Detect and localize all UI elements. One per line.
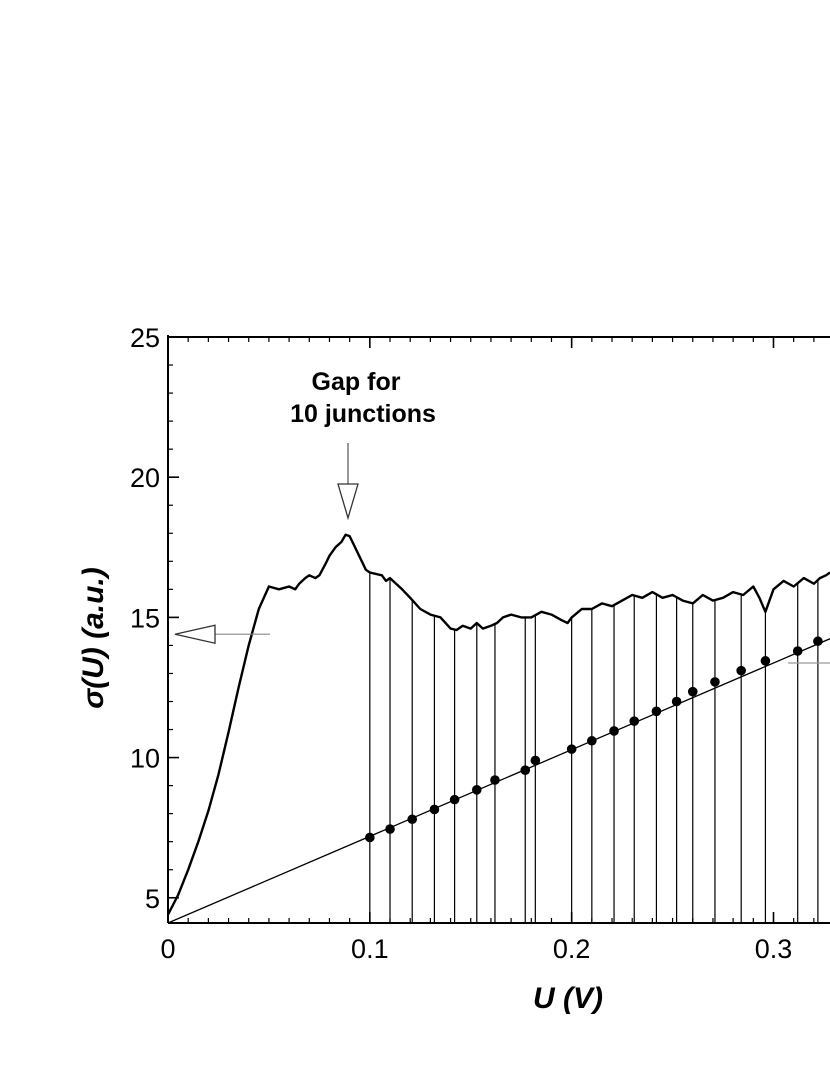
left-axis-arrow xyxy=(174,624,270,645)
data-marker xyxy=(587,735,597,746)
annotation-line-2: 10 junctions xyxy=(290,400,436,428)
y-tick-label: 5 xyxy=(145,884,160,914)
data-marker xyxy=(710,677,720,687)
data-marker xyxy=(385,824,395,834)
y-tick-label: 10 xyxy=(130,744,160,774)
data-marker xyxy=(365,832,375,843)
data-marker xyxy=(609,726,619,736)
data-marker xyxy=(530,755,541,766)
conductance-curve xyxy=(168,533,830,916)
linear-fit-line xyxy=(168,638,830,923)
y-tick-label: 15 xyxy=(130,603,160,633)
data-marker xyxy=(687,686,698,697)
x-tick-label: 0.2 xyxy=(553,934,591,964)
x-tick-label: 0.1 xyxy=(351,934,389,964)
data-marker xyxy=(429,804,440,815)
x-axis-title: U (V) xyxy=(533,982,603,1015)
data-markers xyxy=(365,636,823,843)
data-marker xyxy=(671,696,682,707)
y-axis-title: σ(U) (a.u.) xyxy=(77,567,110,709)
data-marker xyxy=(813,636,823,647)
data-marker xyxy=(490,775,500,785)
data-marker xyxy=(471,785,482,795)
data-marker xyxy=(760,656,771,666)
data-marker xyxy=(792,646,803,656)
data-marker xyxy=(407,814,418,825)
tick-labels: 0 0.1 0.2 0.3 5 10 15 20 25 xyxy=(130,323,792,964)
y-tick-label: 20 xyxy=(130,463,160,493)
y-tick-label: 25 xyxy=(130,323,160,353)
data-marker xyxy=(566,744,577,754)
annotation-arrow-head xyxy=(337,483,359,521)
x-tick-label: 0.3 xyxy=(755,934,793,964)
junction-lines xyxy=(369,572,819,923)
data-marker xyxy=(449,794,460,805)
data-marker xyxy=(736,665,746,676)
gap-annotation: Gap for 10 junctions xyxy=(290,368,436,521)
annotation-line-1: Gap for xyxy=(312,368,401,396)
ticks xyxy=(167,336,815,923)
data-marker xyxy=(651,706,662,717)
data-marker xyxy=(629,716,640,726)
data-marker xyxy=(520,765,531,775)
x-tick-label: 0 xyxy=(160,934,175,964)
